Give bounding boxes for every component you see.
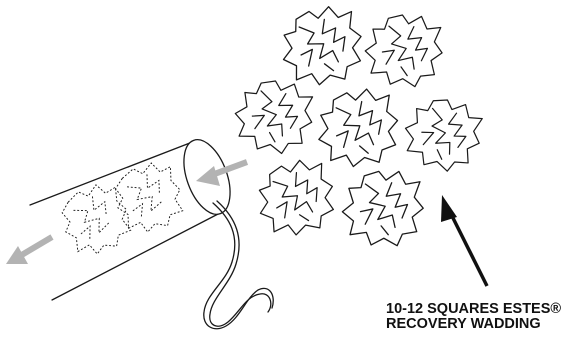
- body-tube-icon: [29, 139, 231, 301]
- wadding-square-icon: [395, 87, 491, 181]
- wadding-square-icon: [276, 2, 368, 90]
- flow-arrow-icon: [6, 234, 54, 264]
- shock-cord-icon: [203, 200, 274, 330]
- flow-arrow-icon: [196, 159, 249, 186]
- wadding-square-icon: [227, 70, 321, 162]
- wadding-square-icon: [359, 7, 449, 93]
- callout-line-2: RECOVERY WADDING: [386, 316, 541, 332]
- pointer-arrow-icon: [441, 195, 489, 287]
- wadding-square-icon: [338, 165, 428, 251]
- wadding-square-icon: [314, 86, 402, 170]
- callout-line-1: 10-12 SQUARES ESTES®: [386, 301, 562, 317]
- wadding-callout-label: 10-12 SQUARES ESTES® RECOVERY WADDING: [386, 302, 561, 332]
- wadding-square-icon: [250, 154, 342, 242]
